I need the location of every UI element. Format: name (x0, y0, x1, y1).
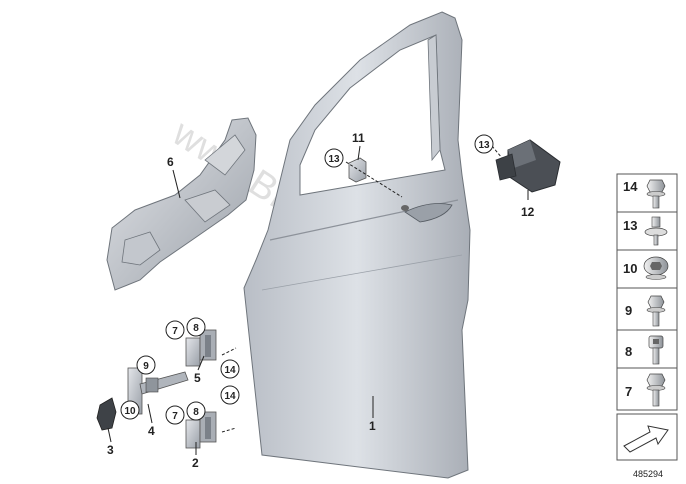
svg-text:13: 13 (478, 140, 490, 151)
legend-number-14: 14 (623, 179, 638, 194)
svg-text:14: 14 (224, 365, 236, 376)
sensor-part (348, 157, 367, 183)
collar-bolt-icon (646, 295, 666, 327)
svg-text:14: 14 (224, 391, 236, 402)
callout-hinge-bottom-c: 14 (220, 385, 240, 405)
buffer-part (96, 397, 117, 431)
svg-text:7: 7 (172, 326, 178, 337)
legend-number-13: 13 (623, 218, 637, 233)
label-sensor: 11 (352, 131, 365, 145)
legend-number-8: 8 (625, 344, 632, 359)
label-door: 1 (369, 419, 376, 433)
callout-pad-screw: 13 (474, 134, 494, 154)
door-shell (243, 11, 471, 479)
diagram-id: 485294 (633, 469, 663, 479)
leader-lines (107, 145, 529, 455)
direction-arrow-icon (623, 425, 669, 453)
wedge-pad-part (495, 139, 561, 193)
callout-hinge-top-c: 14 (220, 359, 240, 379)
fastener-legend: 14 13 10 9 8 7 (616, 173, 678, 461)
callout-hinge-top-a: 7 (165, 320, 185, 340)
sound-insulation-part (106, 117, 257, 291)
legend-number-7: 7 (625, 384, 632, 399)
callout-hinge-bottom-b: 8 (186, 401, 206, 421)
callout-hinge-bottom-a: 7 (165, 405, 185, 425)
label-lower-hinge: 2 (192, 456, 199, 470)
hex-flange-bolt-icon (646, 179, 666, 209)
callout-hinge-top-b: 8 (186, 317, 206, 337)
svg-text:10: 10 (124, 406, 136, 417)
torx-flange-bolt-icon (643, 256, 669, 280)
svg-text:9: 9 (143, 361, 149, 372)
legend-number-10: 10 (623, 261, 637, 276)
label-wedge-pad: 12 (521, 205, 535, 219)
label-upper-hinge: 5 (194, 371, 201, 385)
upper-hinge-part (185, 329, 217, 367)
svg-text:8: 8 (193, 407, 199, 418)
hex-bolt-icon (646, 373, 666, 407)
legend-number-9: 9 (625, 303, 632, 318)
label-sound-insulation: 6 (167, 155, 174, 169)
washer-screw-icon (644, 216, 668, 246)
lower-hinge-part (185, 411, 217, 449)
svg-text:8: 8 (193, 323, 199, 334)
socket-cap-bolt-icon (648, 335, 664, 365)
callout-check-a: 9 (136, 355, 156, 375)
callout-sensor-screw: 13 (324, 148, 344, 168)
label-door-check: 4 (148, 424, 155, 438)
label-buffer: 3 (107, 443, 114, 457)
svg-text:13: 13 (328, 154, 340, 165)
callout-check-b: 10 (120, 400, 140, 420)
svg-text:7: 7 (172, 411, 178, 422)
